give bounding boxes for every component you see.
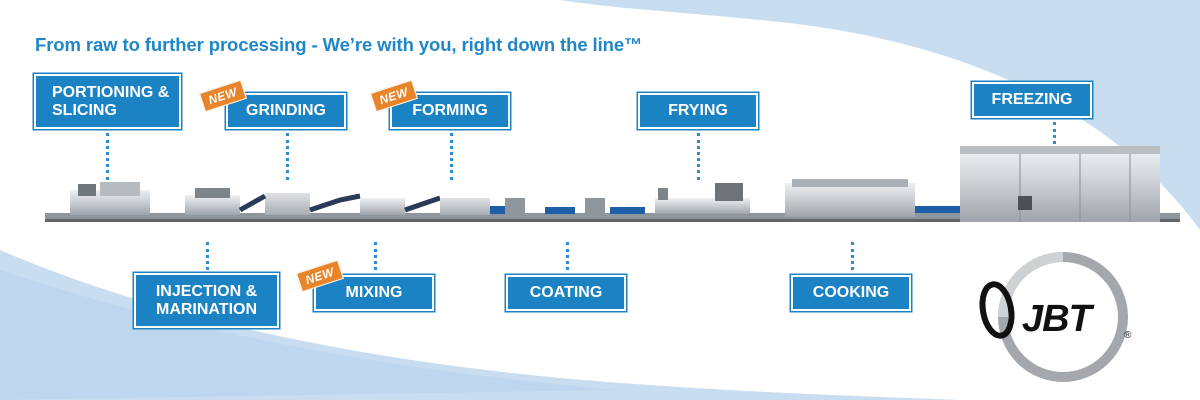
- logo-wordmark: JBT: [1022, 298, 1092, 340]
- stage-grinding[interactable]: GRINDING: [226, 93, 346, 129]
- stage-coating[interactable]: COATING: [506, 275, 626, 311]
- stage-label: PORTIONING & SLICING: [52, 83, 170, 119]
- stage-label: FREEZING: [991, 91, 1073, 108]
- stage-label: COATING: [529, 284, 603, 301]
- connector-mixing: [374, 242, 377, 270]
- stage-label: MIXING: [345, 284, 403, 301]
- stage-label: GRINDING: [246, 102, 326, 119]
- stage-portioning-slicing[interactable]: PORTIONING & SLICING: [34, 74, 181, 129]
- headline: From raw to further processing - We’re w…: [35, 34, 643, 55]
- connector-frying: [697, 133, 700, 180]
- connector-grinding: [286, 133, 289, 180]
- connector-injection: [206, 242, 209, 270]
- stage-injection-marination[interactable]: INJECTION & MARINATION: [134, 273, 279, 328]
- connector-freezing: [1053, 122, 1056, 144]
- stage-freezing[interactable]: FREEZING: [972, 82, 1092, 118]
- connector-cooking: [851, 242, 854, 270]
- stage-cooking[interactable]: COOKING: [791, 275, 911, 311]
- connector-portioning: [106, 133, 109, 180]
- stage-label: FORMING: [412, 102, 488, 119]
- registered-mark: ®: [1124, 330, 1132, 341]
- connector-coating: [566, 242, 569, 270]
- jbt-logo-icon: [979, 252, 1128, 382]
- stage-frying[interactable]: FRYING: [638, 93, 758, 129]
- connector-forming: [450, 133, 453, 180]
- stage-mixing[interactable]: MIXING: [314, 275, 434, 311]
- stage-label: COOKING: [812, 284, 890, 301]
- stage-label: FRYING: [668, 102, 728, 119]
- stage-label: INJECTION & MARINATION: [155, 282, 258, 318]
